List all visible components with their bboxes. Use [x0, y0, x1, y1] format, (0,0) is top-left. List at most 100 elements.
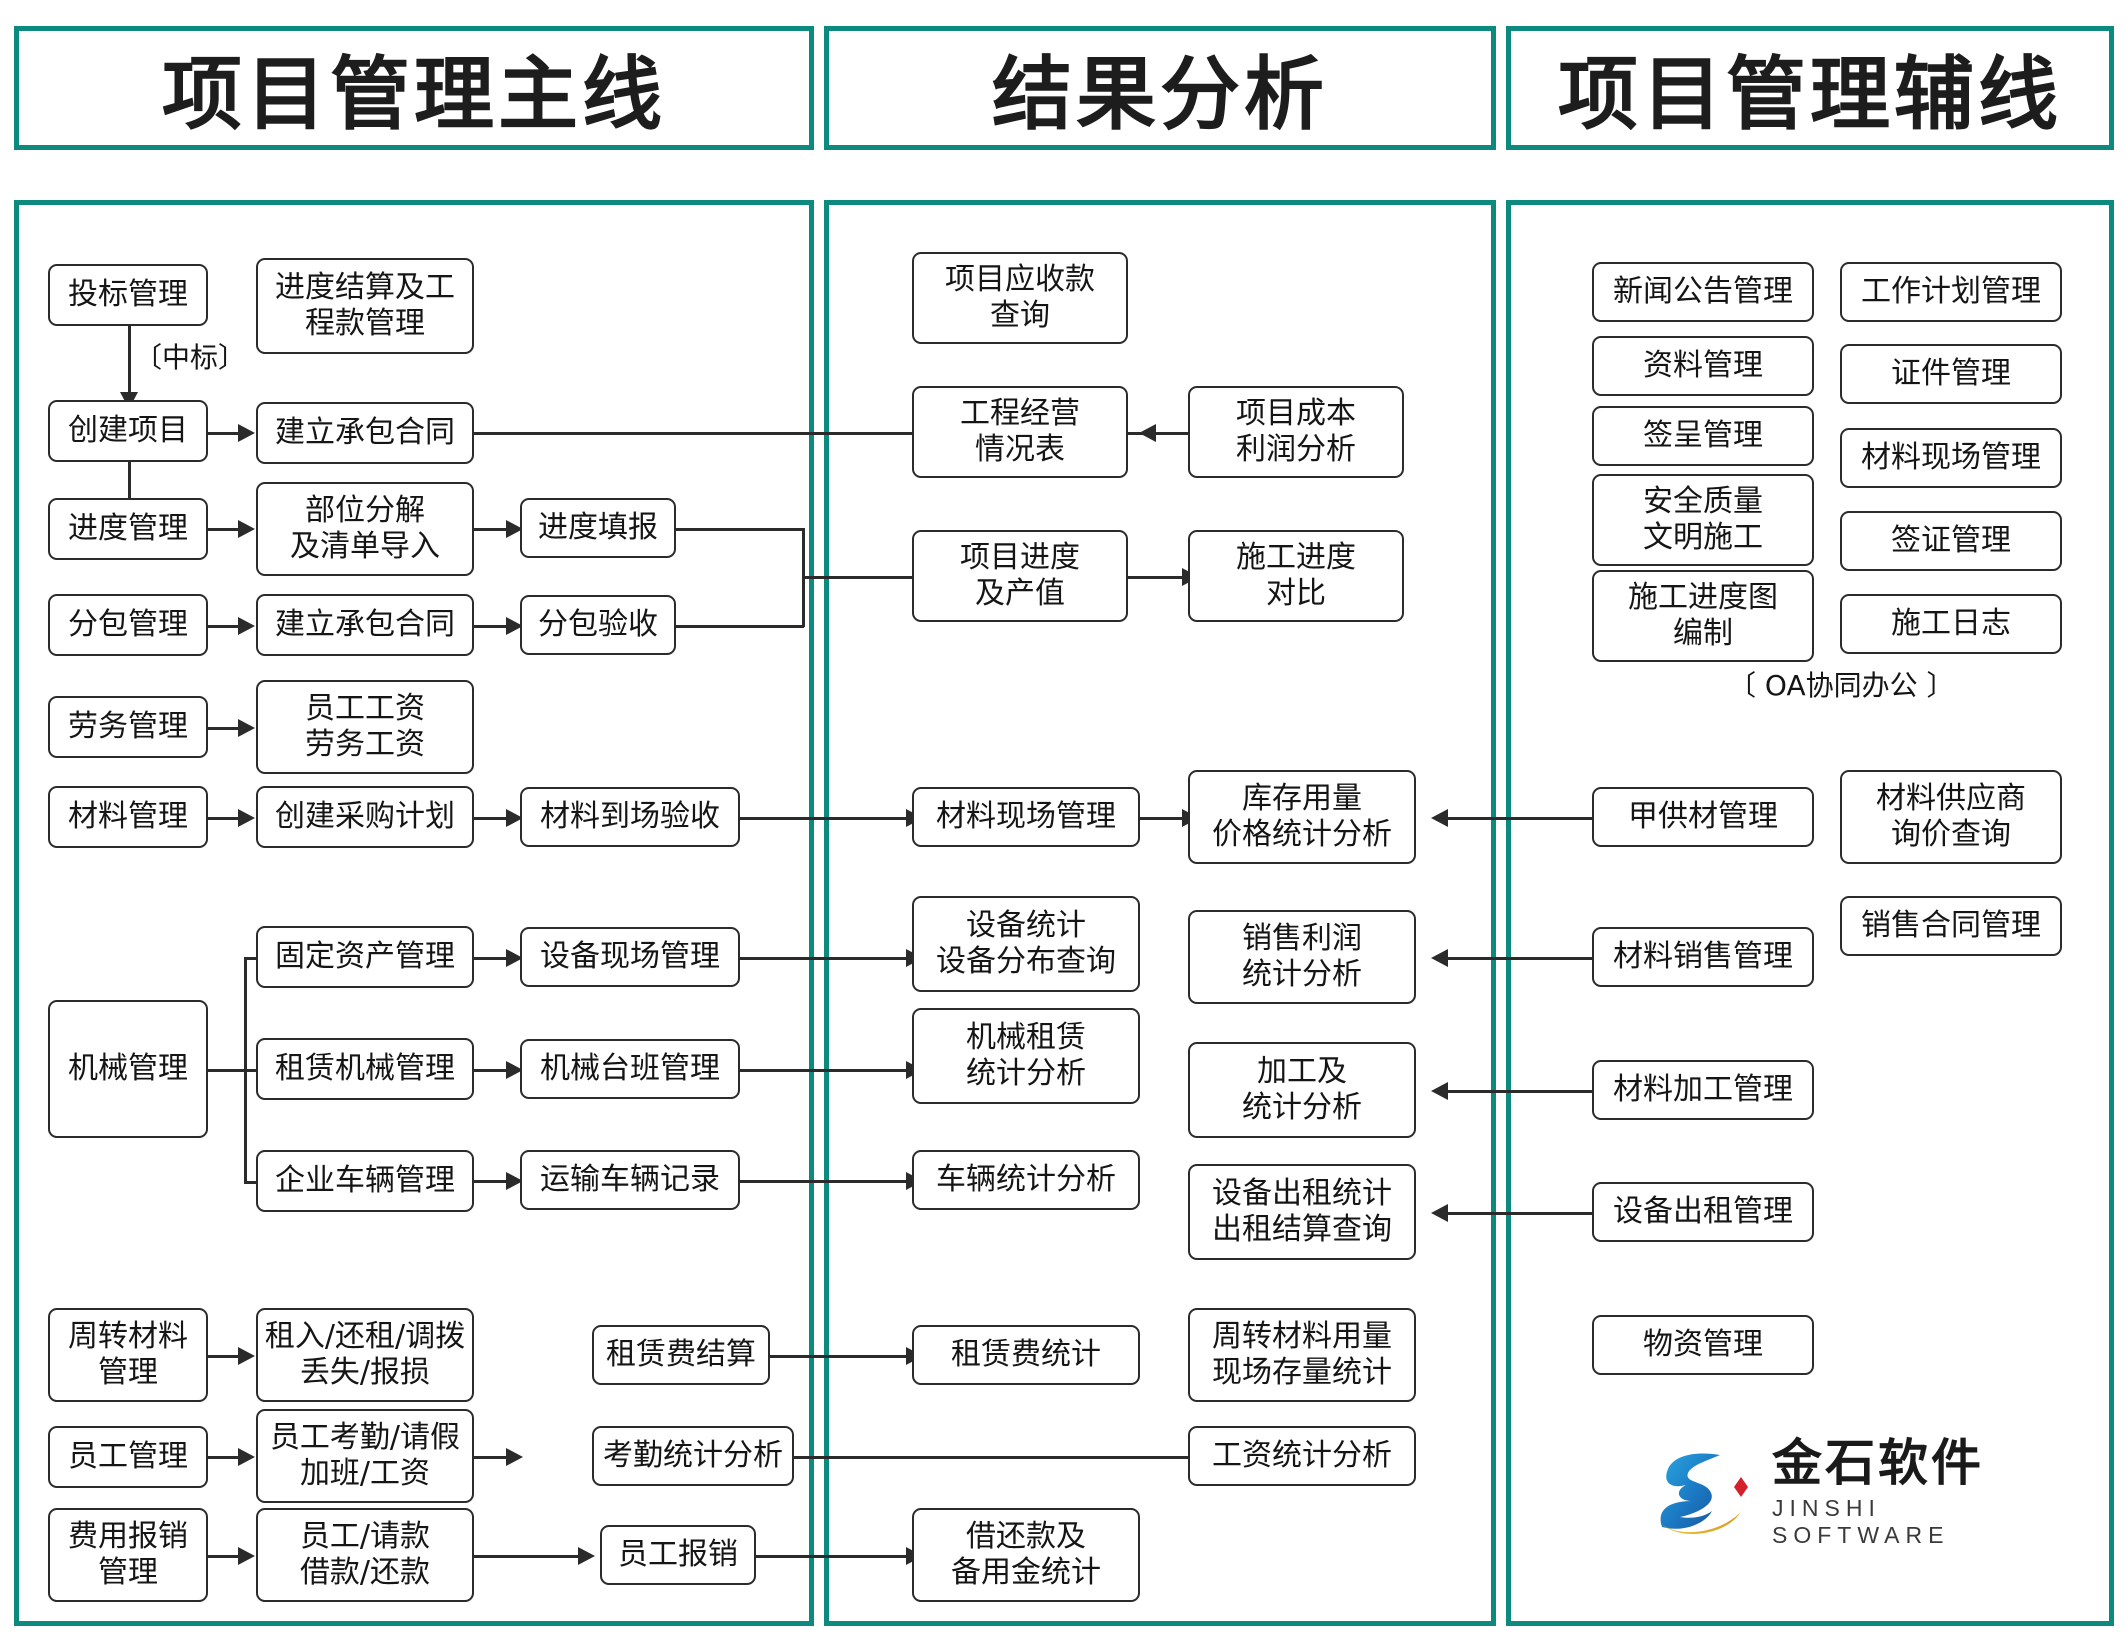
node-schedule-management[interactable]: 进度管理 [48, 498, 208, 560]
node-approval-management[interactable]: 签呈管理 [1592, 406, 1814, 466]
arrow-breakdown-to-report [506, 520, 523, 538]
node-rent-return-transfer-loss[interactable]: 租入/还租/调拨 丢失/报损 [256, 1308, 474, 1402]
connector-attendance-to-stats [474, 1456, 512, 1459]
node-sales-contract-management[interactable]: 销售合同管理 [1840, 896, 2062, 956]
arrow-cost-to-operations [1139, 424, 1156, 442]
header-aux-line: 项目管理辅线 [1506, 26, 2114, 150]
connector-shift-to-stat [740, 1069, 912, 1072]
node-project-receivable-query[interactable]: 项目应收款 查询 [912, 252, 1128, 344]
node-turnover-material-management[interactable]: 周转材料 管理 [48, 1308, 208, 1402]
node-attendance-leave-overtime[interactable]: 员工考勤/请假 加班/工资 [256, 1409, 474, 1503]
node-material-site-management-analysis[interactable]: 材料现场管理 [912, 787, 1140, 847]
connector-employee-to-attendance [190, 1456, 244, 1459]
header-main-line-title: 项目管理主线 [162, 47, 666, 141]
node-wage-statistics-analysis[interactable]: 工资统计分析 [1188, 1426, 1416, 1486]
node-work-plan-management[interactable]: 工作计划管理 [1840, 262, 2062, 322]
connector-expense-to-loan [190, 1555, 244, 1558]
connector-machine-trunk [206, 1069, 244, 1072]
node-equipment-rental-settlement-query[interactable]: 设备出租统计 出租结算查询 [1188, 1164, 1416, 1260]
node-create-project[interactable]: 创建项目 [48, 400, 208, 462]
node-project-progress-output[interactable]: 项目进度 及产值 [912, 530, 1128, 622]
logo-name-en: JINSHI SOFTWARE [1772, 1494, 1950, 1548]
node-safety-quality-civilized-construction[interactable]: 安全质量 文明施工 [1592, 474, 1814, 566]
node-turnover-material-usage-stock[interactable]: 周转材料用量 现场存量统计 [1188, 1308, 1416, 1402]
node-create-purchase-plan[interactable]: 创建采购计划 [256, 786, 474, 848]
node-document-management[interactable]: 资料管理 [1592, 336, 1814, 396]
connector-contract-to-acceptance [474, 625, 512, 628]
connector-receipt-to-site [740, 817, 912, 820]
node-machine-shift-management[interactable]: 机械台班管理 [520, 1039, 740, 1099]
node-part-breakdown-import[interactable]: 部位分解 及清单导入 [256, 482, 474, 576]
node-fixed-asset-management[interactable]: 固定资产管理 [256, 926, 474, 988]
node-material-management[interactable]: 材料管理 [48, 786, 208, 848]
node-attendance-statistics[interactable]: 考勤统计分析 [592, 1426, 794, 1486]
connector-equipment-to-stat [740, 957, 912, 960]
node-supplies-management[interactable]: 物资管理 [1592, 1315, 1814, 1375]
node-leased-machine-management[interactable]: 租赁机械管理 [256, 1038, 474, 1100]
connector-loan-to-reimburse [474, 1555, 584, 1558]
arrow-contract-to-acceptance [506, 617, 523, 635]
connector-contract-to-operations [474, 432, 1212, 435]
node-rental-fee-settlement[interactable]: 租赁费结算 [592, 1325, 770, 1385]
node-rental-fee-statistics[interactable]: 租赁费统计 [912, 1325, 1140, 1385]
node-material-sales-management[interactable]: 材料销售管理 [1592, 927, 1814, 987]
node-engineering-operations-table[interactable]: 工程经营 情况表 [912, 386, 1128, 478]
note-winning-bid: 〔中标〕 [134, 341, 247, 374]
arrow-supplied-to-inventory [1431, 809, 1448, 827]
connector-sales-to-profit [1442, 957, 1592, 960]
node-establish-contract-2[interactable]: 建立承包合同 [256, 594, 474, 656]
node-vehicle-statistics-analysis[interactable]: 车辆统计分析 [912, 1150, 1140, 1210]
node-owner-supplied-material-management[interactable]: 甲供材管理 [1592, 787, 1814, 847]
node-sales-profit-statistics[interactable]: 销售利润 统计分析 [1188, 910, 1416, 1004]
arrow-purchase-to-receipt [506, 809, 523, 827]
node-transport-vehicle-record[interactable]: 运输车辆记录 [520, 1150, 740, 1210]
node-processing-statistics-analysis[interactable]: 加工及 统计分析 [1188, 1042, 1416, 1138]
node-construction-schedule-chart[interactable]: 施工进度图 编制 [1592, 570, 1814, 662]
connector-create-to-contract [190, 432, 244, 435]
node-material-arrival-acceptance[interactable]: 材料到场验收 [520, 787, 740, 847]
arrow-sales-to-profit [1431, 949, 1448, 967]
connector-attstat-to-wagestat [794, 1456, 1188, 1459]
node-employee-management[interactable]: 员工管理 [48, 1426, 208, 1488]
node-employee-reimbursement[interactable]: 员工报销 [600, 1525, 756, 1585]
node-material-processing-management[interactable]: 材料加工管理 [1592, 1060, 1814, 1120]
node-subcontract-acceptance[interactable]: 分包验收 [520, 595, 676, 655]
node-bid-management[interactable]: 投标管理 [48, 264, 208, 326]
node-certificate-management[interactable]: 证件管理 [1840, 344, 2062, 404]
arrow-material-to-purchase [238, 809, 255, 827]
node-visa-management[interactable]: 签证管理 [1840, 511, 2062, 571]
node-construction-log[interactable]: 施工日志 [1840, 594, 2062, 654]
node-employee-request-loan[interactable]: 员工/请款 借款/还款 [256, 1508, 474, 1602]
header-aux-line-title: 项目管理辅线 [1558, 47, 2062, 141]
connector-cost-to-operations [1150, 432, 1214, 435]
node-equipment-rental-management[interactable]: 设备出租管理 [1592, 1182, 1814, 1242]
node-machine-lease-statistics[interactable]: 机械租赁 统计分析 [912, 1008, 1140, 1104]
node-progress-settlement[interactable]: 进度结算及工 程款管理 [256, 258, 474, 354]
node-news-announcement-management[interactable]: 新闻公告管理 [1592, 262, 1814, 322]
arrow-employee-to-attendance [238, 1448, 255, 1466]
node-material-site-management-aux[interactable]: 材料现场管理 [1840, 428, 2062, 488]
node-material-supplier-quote-query[interactable]: 材料供应商 询价查询 [1840, 770, 2062, 864]
node-labor-management[interactable]: 劳务管理 [48, 696, 208, 758]
node-subcontract-management[interactable]: 分包管理 [48, 594, 208, 656]
arrow-processing-to-stat [1431, 1082, 1448, 1100]
node-company-vehicle-management[interactable]: 企业车辆管理 [256, 1150, 474, 1212]
node-inventory-usage-price-analysis[interactable]: 库存用量 价格统计分析 [1188, 770, 1416, 864]
node-progress-filling[interactable]: 进度填报 [520, 498, 676, 558]
arrow-expense-to-loan [238, 1547, 255, 1565]
node-equipment-site-management[interactable]: 设备现场管理 [520, 927, 740, 987]
node-equipment-statistics-distribution[interactable]: 设备统计 设备分布查询 [912, 896, 1140, 992]
node-project-cost-profit-analysis[interactable]: 项目成本 利润分析 [1188, 386, 1404, 478]
node-machine-management[interactable]: 机械管理 [48, 1000, 208, 1138]
connector-turnover-to-rent [190, 1355, 244, 1358]
node-establish-contract-1[interactable]: 建立承包合同 [256, 402, 474, 464]
node-loan-repayment-petty-cash-statistics[interactable]: 借还款及 备用金统计 [912, 1508, 1140, 1602]
node-employee-labor-wage[interactable]: 员工工资 劳务工资 [256, 680, 474, 774]
arrow-turnover-to-rent [238, 1347, 255, 1365]
connector-processing-to-stat [1442, 1090, 1592, 1093]
arrow-lease-to-shift [506, 1061, 523, 1079]
connector-transport-to-stat [740, 1180, 912, 1183]
node-construction-progress-comparison[interactable]: 施工进度 对比 [1188, 530, 1404, 622]
node-expense-reimbursement-management[interactable]: 费用报销 管理 [48, 1508, 208, 1602]
